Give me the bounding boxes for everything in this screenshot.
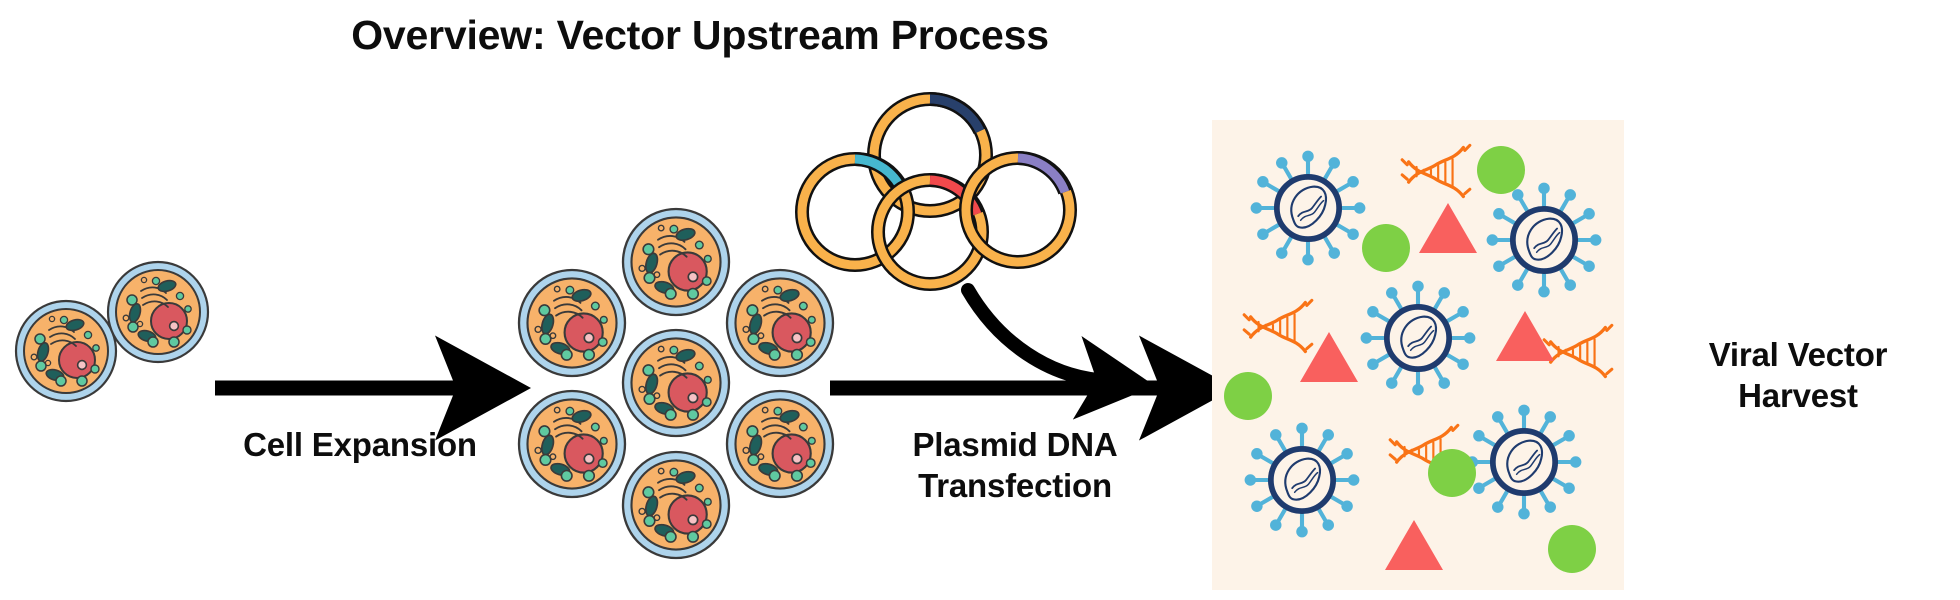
label-plasmid-line1: Plasmid DNA: [912, 426, 1118, 463]
green-particle: [1428, 449, 1476, 497]
red-triangle-particle: [1496, 311, 1554, 361]
green-particle: [1548, 525, 1596, 573]
plasmid-group: [795, 92, 1077, 291]
label-harvest-line2: Harvest: [1738, 376, 1858, 414]
label-plasmid-line2: Transfection: [918, 466, 1112, 504]
red-triangle-particle: [1300, 332, 1358, 382]
red-triangle-particle: [1419, 203, 1477, 253]
plasmid-cyan: [795, 152, 915, 272]
plasmid-red: [871, 173, 989, 291]
cell-expanded: [621, 207, 731, 317]
label-cell-expansion: Cell Expansion: [243, 426, 477, 463]
cell-expanded: [621, 328, 731, 438]
cell-expanded: [725, 389, 835, 499]
cell-expanded: [621, 450, 731, 560]
cell-expanded: [517, 268, 627, 378]
plasmid-purple: [959, 151, 1077, 269]
cell-expanded: [517, 389, 627, 499]
plasmid-navy: [867, 92, 993, 218]
green-particle: [1477, 146, 1525, 194]
cell-initial-1: [14, 299, 118, 403]
harvest-panel: [1212, 120, 1624, 590]
green-particle: [1362, 224, 1410, 272]
arrow-plasmid-curved: [961, 283, 1156, 420]
red-triangle-particle: [1385, 520, 1443, 570]
cell-group-initial: [14, 260, 210, 403]
green-particle: [1224, 372, 1272, 420]
cell-initial-2: [106, 260, 210, 364]
label-harvest-line1: Viral Vector: [1708, 336, 1888, 373]
cell-group-expanded: [517, 207, 835, 560]
label-plasmid-transfection: Plasmid DNA Transfection: [845, 425, 1185, 507]
cell-expanded: [725, 268, 835, 378]
label-viral-vector-harvest: Viral Vector Harvest: [1648, 335, 1948, 417]
page-title: Overview: Vector Upstream Process: [351, 12, 1049, 58]
